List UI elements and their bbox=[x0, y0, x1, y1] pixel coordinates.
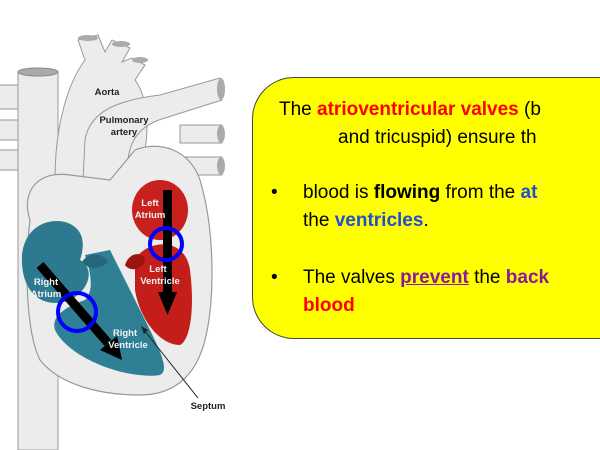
text: (b bbox=[518, 99, 541, 120]
text: the bbox=[303, 210, 335, 231]
mitral-valve-circle bbox=[148, 226, 184, 262]
flow-arrow-right bbox=[36, 262, 122, 360]
text: from the bbox=[440, 182, 521, 203]
label-aorta: Aorta bbox=[95, 87, 121, 98]
text: blood is bbox=[303, 182, 374, 203]
point2-line-1: The valves prevent the back bbox=[303, 267, 549, 289]
term-blood: blood bbox=[303, 295, 355, 316]
point1-line-2: the ventricles. bbox=[303, 210, 429, 232]
term-backflow: back bbox=[505, 267, 550, 288]
septum-pointer bbox=[143, 329, 199, 399]
label-right-ventricle-1: Right bbox=[113, 328, 138, 339]
bullet: • bbox=[271, 267, 278, 288]
label-artery: artery bbox=[111, 127, 138, 138]
term-atria: at bbox=[520, 182, 538, 203]
term-prevent: prevent bbox=[400, 267, 469, 288]
point1-line-1: blood is flowing from the at bbox=[303, 182, 537, 204]
term-flowing: flowing bbox=[373, 182, 441, 203]
label-pulmonary: Pulmonary bbox=[99, 115, 149, 126]
label-left-ventricle-2: Ventricle bbox=[140, 276, 180, 287]
label-left-atrium-1: Left bbox=[141, 198, 159, 209]
text: . bbox=[423, 210, 429, 231]
label-right-ventricle-2: Ventricle bbox=[108, 340, 148, 351]
label-septum: Septum bbox=[191, 401, 226, 412]
tricuspid-valve-circle bbox=[56, 291, 98, 333]
text: The valves bbox=[303, 267, 401, 288]
left-atrium bbox=[132, 180, 188, 240]
label-left-atrium-2: Atrium bbox=[135, 210, 166, 221]
flow-arrow-left bbox=[158, 190, 177, 315]
right-atrium bbox=[21, 220, 89, 303]
intro-line-1: The atrioventricular valves (b bbox=[279, 99, 541, 121]
right-ventricle bbox=[54, 250, 165, 376]
text: the bbox=[468, 267, 506, 288]
label-right-atrium-2: Atrium bbox=[31, 289, 62, 300]
term-ventricles: ventricles bbox=[334, 210, 424, 231]
info-callout: The atrioventricular valves (b and tricu… bbox=[252, 77, 600, 339]
text: The bbox=[279, 99, 318, 120]
label-right-atrium-1: Right bbox=[34, 277, 59, 288]
label-left-ventricle-1: Left bbox=[149, 264, 167, 275]
term-atrioventricular-valves: atrioventricular valves bbox=[317, 99, 519, 120]
intro-line-2: and tricuspid) ensure th bbox=[338, 127, 537, 148]
bullet: • bbox=[271, 182, 278, 203]
heart-diagram: Aorta Pulmonary artery Left Atrium Left … bbox=[0, 34, 226, 450]
